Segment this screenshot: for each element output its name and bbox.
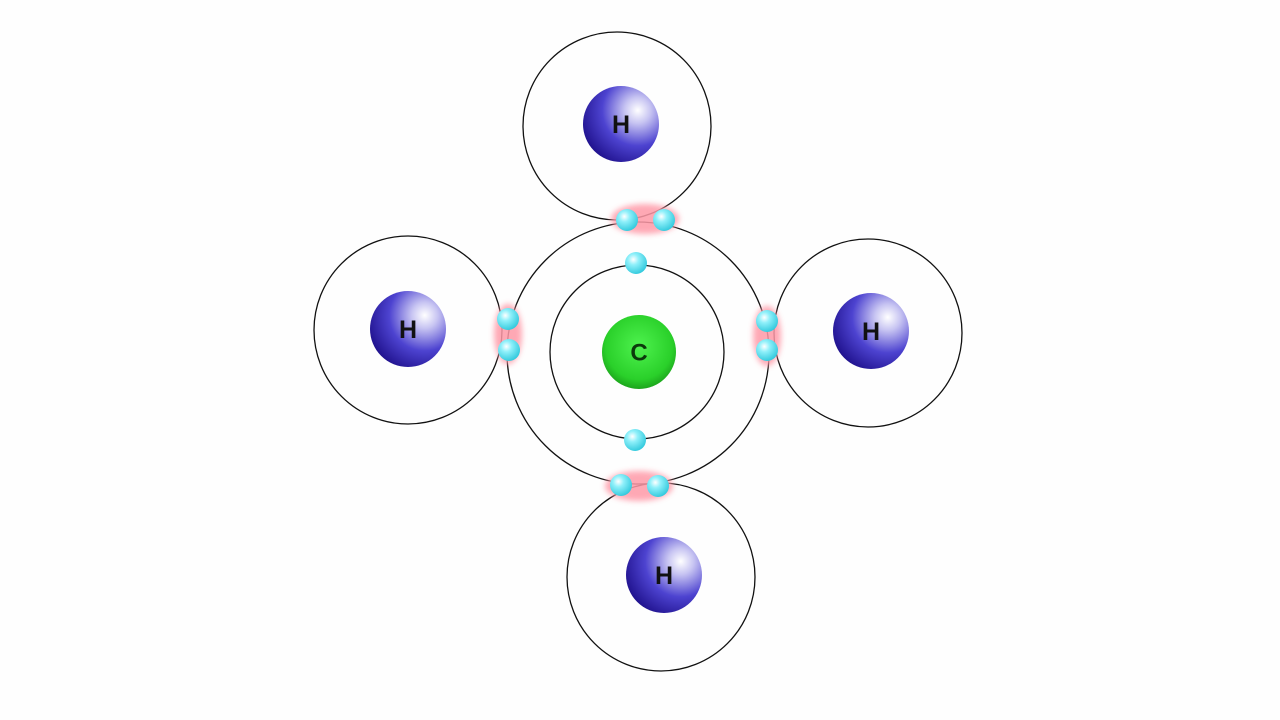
hydrogen-atom-left: H (370, 291, 446, 367)
electrons (497, 209, 778, 497)
hydrogen-atom-bottom: H (626, 537, 702, 613)
electron-top-1 (616, 209, 638, 231)
hydrogen-nucleus-left (370, 291, 446, 367)
hydrogen-nucleus-bottom (626, 537, 702, 613)
electron-left-1 (497, 308, 519, 330)
electron-inner-top (625, 252, 647, 274)
electron-bottom-1 (610, 474, 632, 496)
hydrogen-label-right: H (862, 318, 880, 346)
hydrogen-atom-top: H (583, 86, 659, 162)
hydrogen-label-bottom: H (655, 562, 673, 590)
electron-left-2 (498, 339, 520, 361)
electron-top-2 (653, 209, 675, 231)
electron-bottom-2 (647, 475, 669, 497)
electron-right-2 (756, 339, 778, 361)
electron-right-1 (756, 310, 778, 332)
carbon-nucleus (602, 315, 676, 389)
hydrogen-label-top: H (612, 111, 630, 139)
hydrogen-nucleus-top (583, 86, 659, 162)
carbon-label: C (630, 340, 647, 367)
hydrogen-nucleus-right (833, 293, 909, 369)
hydrogen-atom-right: H (833, 293, 909, 369)
hydrogen-label-left: H (399, 316, 417, 344)
electron-inner-bottom (624, 429, 646, 451)
carbon-atom: C (602, 315, 676, 389)
